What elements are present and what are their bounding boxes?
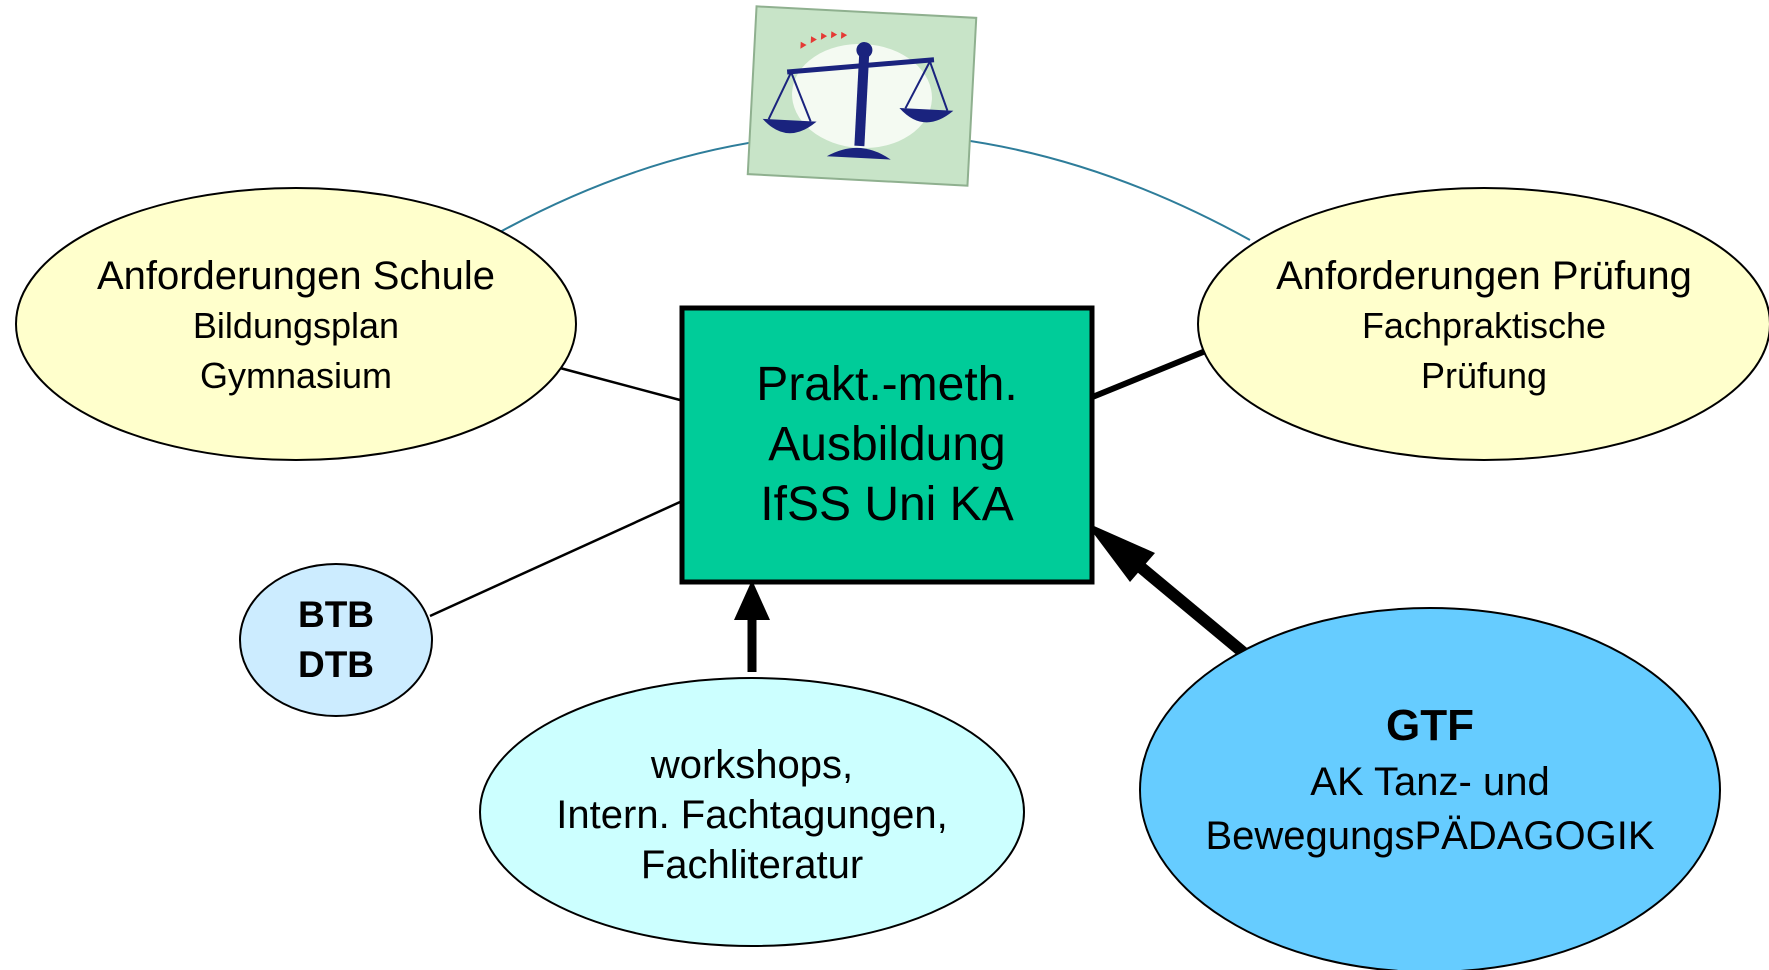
center-line-prakt: Prakt.-meth. [756, 358, 1018, 411]
balance-scale-icon [746, 5, 978, 187]
connector-btb-center [429, 500, 681, 618]
btb-label: BTB DTB [240, 590, 432, 690]
gtf-title: GTF [1386, 701, 1474, 750]
schule-title: Anforderungen Schule [96, 254, 496, 298]
pruefung-label: Anforderungen Prüfung Fachpraktische Prü… [1198, 254, 1769, 396]
pruefung-ellipse [1197, 187, 1769, 461]
btb-line-btb: BTB [297, 594, 375, 635]
pruefung-line-pruefung: Prüfung [1420, 355, 1548, 396]
workshops-label: workshops, Intern. Fachtagungen, Fachlit… [480, 730, 1024, 900]
workshops-line-workshops: workshops, [650, 743, 854, 787]
pruefung-title: Anforderungen Prüfung [1276, 254, 1692, 298]
schule-line-gymnasium: Gymnasium [199, 355, 393, 396]
gtf-line-ak: AK Tanz- und [1310, 760, 1550, 804]
workshops-ellipse [479, 677, 1025, 947]
schule-ellipse [15, 187, 577, 461]
center-line-ausbildung: Ausbildung [768, 418, 1006, 471]
center-label: Prakt.-meth. Ausbildung IfSS Uni KA [682, 308, 1092, 582]
center-box [679, 305, 1095, 585]
schule-line-bildungsplan: Bildungsplan [192, 305, 400, 346]
btb-ellipse [239, 563, 433, 717]
schule-label: Anforderungen Schule Bildungsplan Gymnas… [16, 254, 576, 396]
workshops-line-fachliteratur: Fachliteratur [640, 843, 864, 887]
btb-line-dtb: DTB [297, 644, 375, 685]
connector-schule-center [559, 366, 681, 402]
arrow-gtf-to-center [1085, 522, 1261, 669]
gtf-ellipse [1139, 607, 1721, 970]
connector-pruefung-center [1088, 347, 1210, 401]
gtf-label: GTF AK Tanz- und BewegungsPÄDAGOGIK [1140, 690, 1720, 870]
gtf-line-bewegung: BewegungsPÄDAGOGIK [1205, 814, 1655, 858]
center-line-ifss: IfSS Uni KA [760, 478, 1014, 531]
workshops-line-fachtagungen: Intern. Fachtagungen, [556, 793, 948, 837]
arrow-workshops-to-center [734, 580, 770, 672]
pruefung-line-fachpraktische: Fachpraktische [1361, 305, 1607, 346]
